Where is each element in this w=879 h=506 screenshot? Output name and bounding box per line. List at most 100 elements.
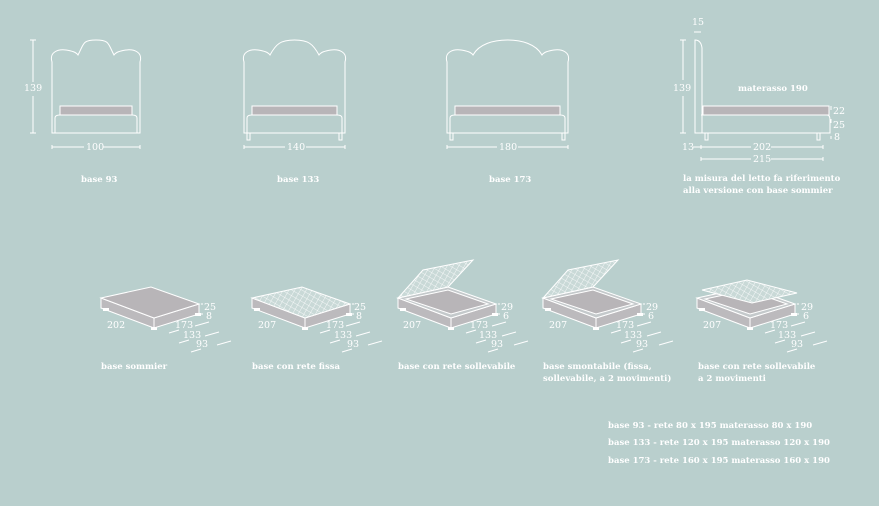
drawing-line [786,348,798,353]
dim-width: 133 [334,330,352,341]
dim-width: 173 [616,320,634,331]
dim-width: 93 [347,339,359,350]
drawing-line [341,348,353,353]
dim-length: 207 [549,320,567,331]
storage-tray [404,289,490,315]
storage-tray [549,289,635,315]
dim-h1: 29 [646,302,658,313]
drawing-line [319,329,331,334]
drawing-line [367,340,383,346]
mattress-height-label: 22 [833,106,845,117]
dim-width: 133 [183,330,201,341]
base-foot [346,313,352,316]
dim-width: 93 [196,339,208,350]
front-view-label: base 173 [489,175,531,185]
mattress [454,105,561,116]
dim-h1: 29 [501,302,513,313]
leg-height-label: 8 [834,132,840,143]
base-rete-sollevabile-labels: 29 6 207 173 133 93 base con rete sollev… [398,302,516,372]
drawing-line [658,340,674,346]
base-label: base sommier [101,362,168,372]
dim-width: 173 [470,320,488,331]
offset-label: 13 [682,142,694,153]
headboard [242,39,347,134]
headboard-depth-label: 15 [692,17,704,28]
base-rete-fissa-labels: 25 8 207 173 133 93 base con rete fissa [252,302,366,372]
drawing-line [329,339,341,344]
dim-width: 173 [770,320,788,331]
base-top [99,286,201,319]
front-view-label: base 93 [81,175,118,185]
dim-h2: 8 [206,311,212,322]
lifted-slats [541,259,620,299]
drawing-line [501,331,517,337]
drawing-line [190,348,202,353]
base-foot [791,313,797,316]
base-foot [254,308,260,311]
base-2-movimenti-labels: 29 6 207 173 133 93 base con rete sollev… [698,302,816,384]
dim-h1: 25 [204,302,216,313]
dim-h1: 29 [801,302,813,313]
base-foot [699,308,705,311]
bed-leg [338,132,343,141]
front-width-label: 100 [86,142,104,153]
mattress [59,105,133,116]
base-foot [195,313,201,316]
drawing-line [632,348,644,353]
side-base [701,114,831,134]
base-foot [448,327,454,330]
drawing-line [178,339,190,344]
base-foot [545,308,551,311]
base-label: base smontabile (fissa, [543,361,652,372]
base-foot [593,327,599,330]
drawing-line [355,331,371,337]
dim-width: 133 [624,330,642,341]
front-width-label: 140 [287,142,305,153]
size-line: base 173 - rete 160 x 195 materasso 160 … [608,456,830,466]
drawing-line [216,340,232,346]
side-headboard [694,39,703,134]
dim-width: 93 [636,339,648,350]
dim-length: 207 [403,320,421,331]
dim-width: 93 [491,339,503,350]
drawing-line [465,329,477,334]
base-height-label: 25 [833,120,845,131]
note-line: la misura del letto fa riferimento [683,174,841,184]
headboard [50,39,142,134]
bed-leg [704,132,709,141]
bed-leg [449,132,454,141]
drawing-line [812,340,828,346]
bed-leg [561,132,566,141]
drawing-line [194,321,210,327]
front-height-label: 139 [24,83,42,94]
total-length-label: 215 [753,154,771,165]
drawing-line [620,339,632,344]
dim-length: 207 [258,320,276,331]
base-label: base con rete sollevabile [398,362,516,372]
base-sommier-labels: 25 8 202 173 133 93 base sommier [101,302,216,372]
bed-base [54,114,138,133]
base-foot [103,308,109,311]
dim-length: 207 [703,320,721,331]
base-foot [400,308,406,311]
size-line: base 133 - rete 120 x 195 materasso 120 … [608,438,830,448]
dim-h2: 6 [803,311,809,322]
mattress-label: materasso 190 [738,84,808,94]
drawing-line [610,329,622,334]
drawing-line [800,331,816,337]
lifted-slats [701,279,798,304]
front-view-label: base 133 [277,175,319,185]
bed-base [449,114,566,133]
drawing-line [646,331,662,337]
drawing-line [774,339,786,344]
base-foot [747,327,753,330]
base-label: base con rete fissa [252,362,341,372]
base-label: a 2 movimenti [698,374,767,384]
dim-h1: 25 [354,302,366,313]
dim-width: 93 [791,339,803,350]
base-length-label: 202 [753,142,771,153]
base-foot [637,313,643,316]
base-label: base con rete sollevabile [698,362,816,372]
bed-base [246,114,343,133]
